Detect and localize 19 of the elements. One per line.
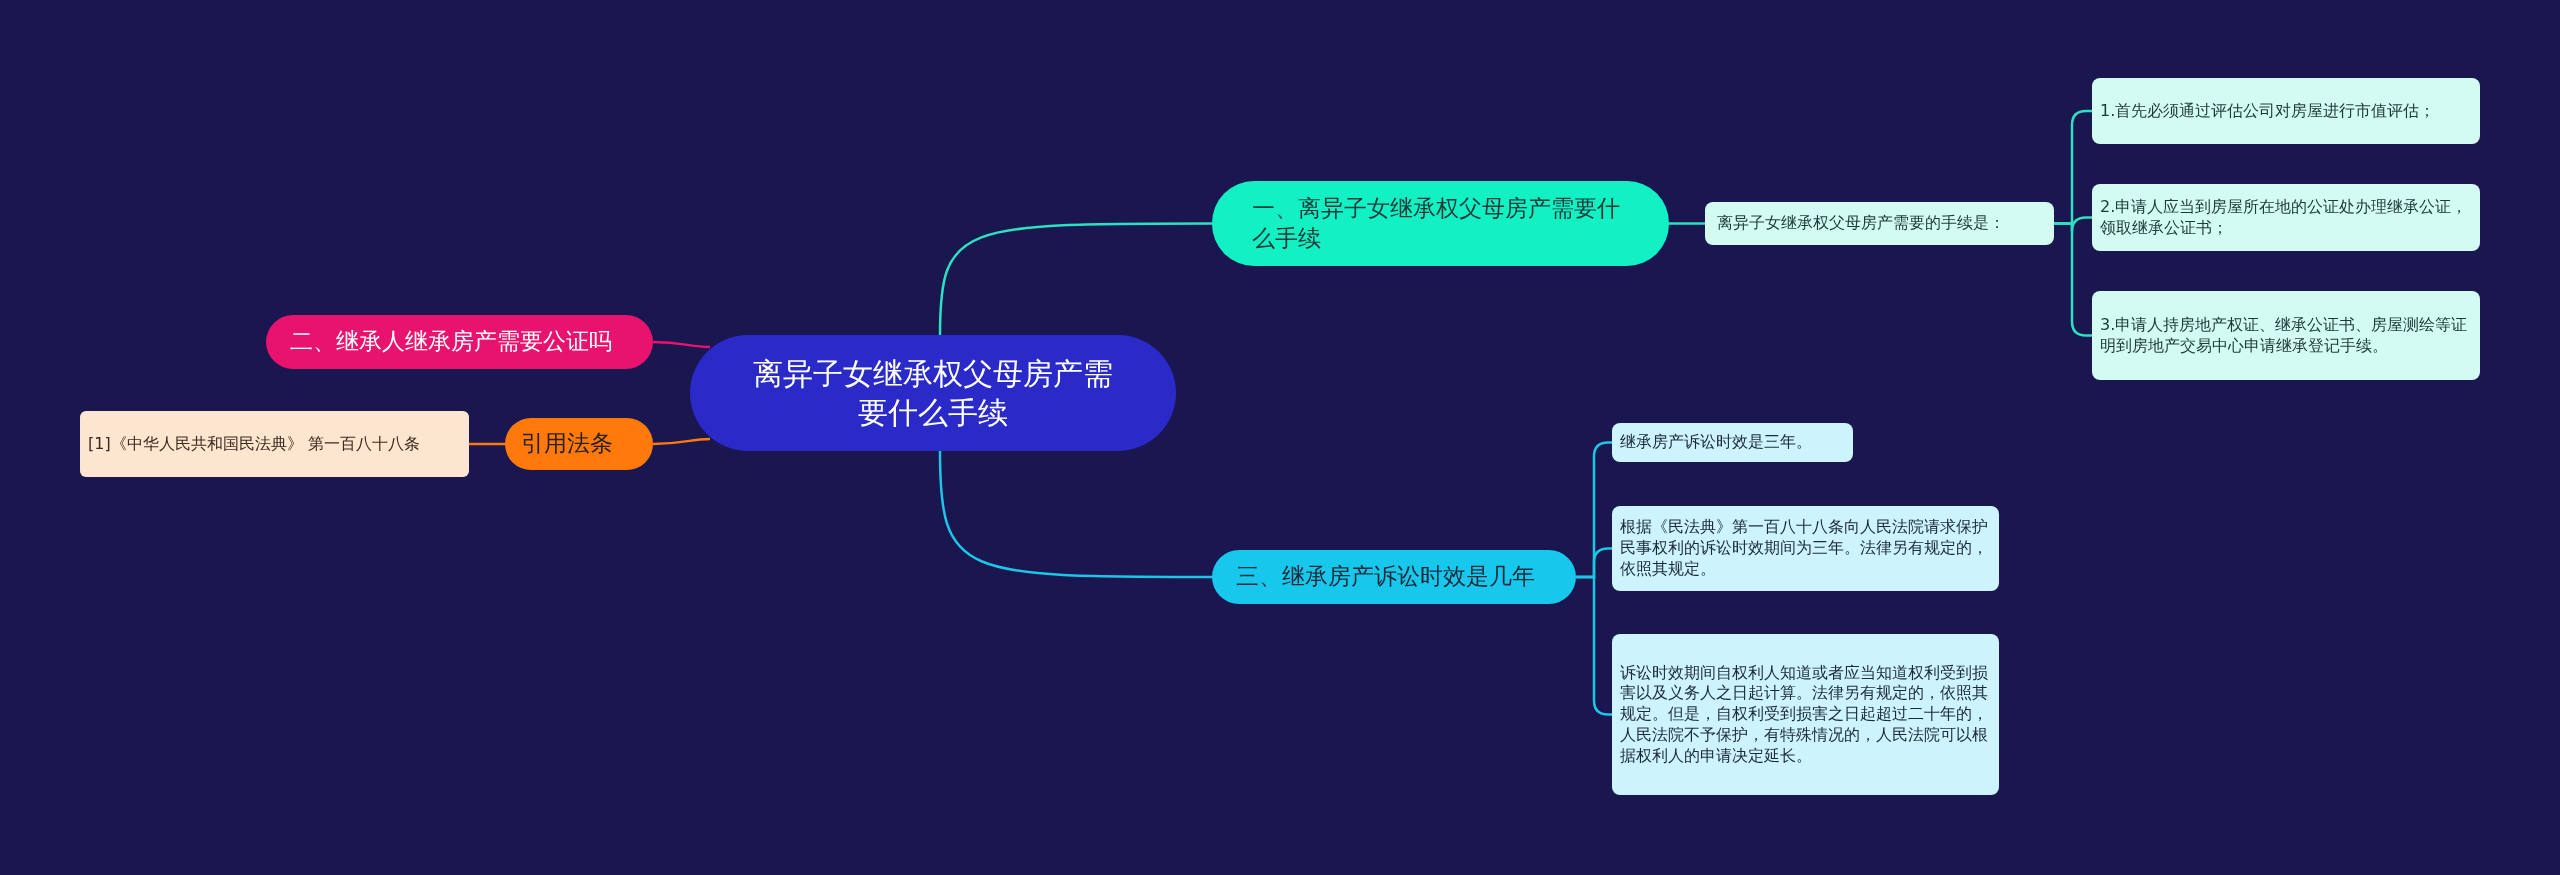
leaf-note: 1.首先必须通过评估公司对房屋进行市值评估； bbox=[2092, 78, 2480, 144]
leaf-note: 根据《民法典》第一百八十八条向人民法院请求保护民事权利的诉讼时效期间为三年。法律另有规定的，依照其规定。 bbox=[1612, 506, 1999, 591]
branch-topic: 三、继承房产诉讼时效是几年 bbox=[1212, 550, 1576, 604]
connector-line bbox=[469, 442, 505, 446]
connector-line bbox=[653, 340, 711, 349]
root-topic: 离异子女继承权父母房产需要什么手续 bbox=[690, 335, 1176, 451]
branch-topic: 二、继承人继承房产需要公证吗 bbox=[266, 315, 653, 369]
branch-topic: 引用法条 bbox=[505, 418, 653, 470]
subtopic-box: 离异子女继承权父母房产需要的手续是： bbox=[1705, 202, 2054, 245]
connector-line bbox=[1669, 222, 1705, 225]
connector-line bbox=[653, 437, 711, 446]
leaf-note: 继承房产诉讼时效是三年。 bbox=[1612, 423, 1853, 462]
leaf-note: 2.申请人应当到房屋所在地的公证处办理继承公证，领取继承公证书； bbox=[2092, 184, 2480, 251]
citation-note: [1]《中华人民共和国民法典》 第一百八十八条 bbox=[80, 411, 469, 477]
leaf-note: 诉讼时效期间自权利人知道或者应当知道权利受到损害以及义务人之日起计算。法律另有规定的，依照其规定。但是，自权利受到损害之日起超过二十年的，人民法院不予保护，有特殊情况的，人民法院可以根据权利人的申请决定延长。 bbox=[1612, 634, 1999, 795]
branch-topic: 一、离异子女继承权父母房产需要什么手续 bbox=[1212, 181, 1669, 266]
connector-line bbox=[938, 450, 1212, 579]
connector-line bbox=[938, 222, 1212, 336]
leaf-note: 3.申请人持房地产权证、继承公证书、房屋测绘等证明到房地产交易中心申请继承登记手续。 bbox=[2092, 291, 2480, 380]
